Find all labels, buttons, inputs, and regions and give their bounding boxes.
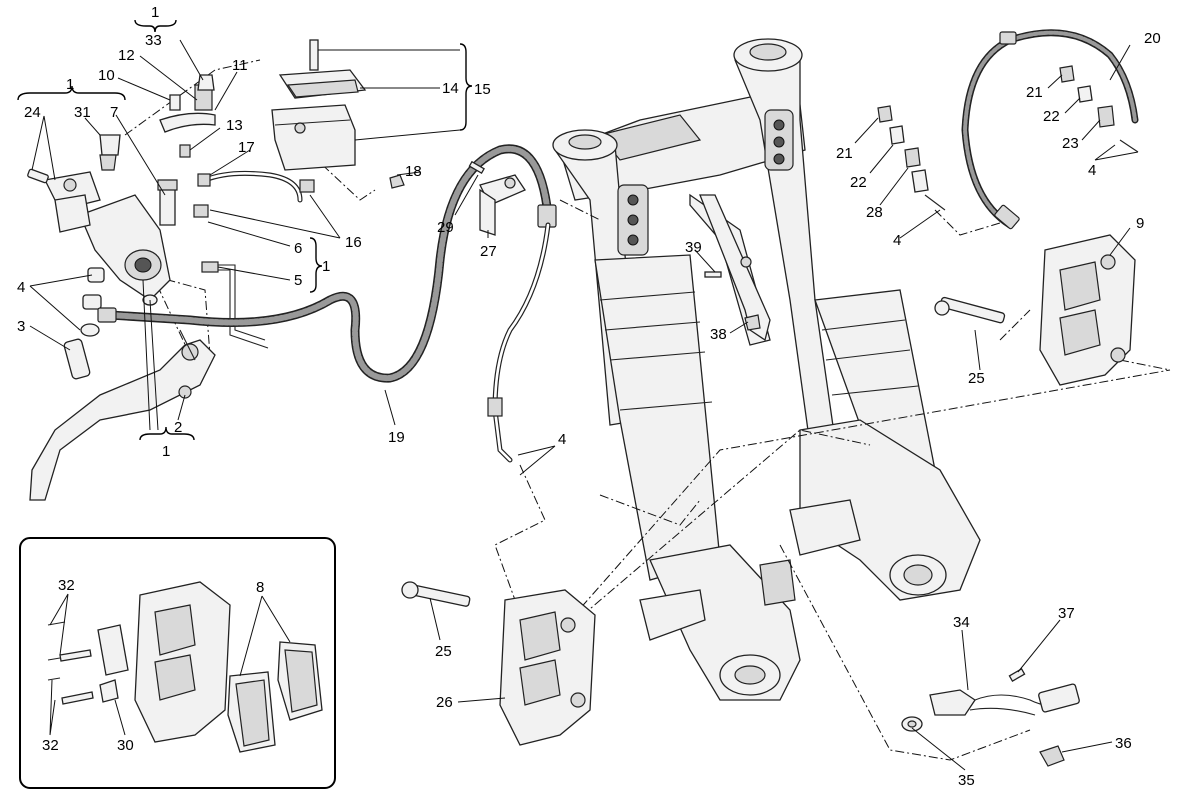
label-21-b: 21: [1026, 84, 1043, 101]
left-fasteners: [27, 74, 216, 380]
label-26: 26: [436, 694, 453, 711]
label-14: 14: [442, 80, 459, 97]
label-8: 8: [256, 579, 264, 596]
label-34: 34: [953, 614, 970, 631]
label-15: 15: [474, 81, 491, 98]
label-20: 20: [1144, 30, 1161, 47]
label-29: 29: [437, 219, 454, 236]
label-19: 19: [388, 429, 405, 446]
label-1-left: 1: [66, 76, 74, 93]
label-5: 5: [294, 272, 302, 289]
label-32-b: 32: [42, 737, 59, 754]
label-3: 3: [17, 318, 25, 335]
caliper-9: [934, 234, 1136, 386]
label-28: 28: [866, 204, 883, 221]
label-1-mid: 1: [322, 258, 330, 275]
speed-sensor-34: [901, 668, 1080, 767]
label-33: 33: [145, 32, 162, 49]
label-27: 27: [480, 243, 497, 260]
label-1-top: 1: [151, 4, 159, 21]
label-4-r: 4: [893, 232, 901, 249]
label-10: 10: [98, 67, 115, 84]
label-2: 2: [174, 419, 182, 436]
label-17: 17: [238, 139, 255, 156]
label-22-a: 22: [850, 174, 867, 191]
assembly-leaders: [124, 59, 1171, 761]
label-32-a: 32: [58, 577, 75, 594]
label-25-right: 25: [968, 370, 985, 387]
label-6: 6: [294, 240, 302, 257]
brake-light-switch: [201, 261, 269, 349]
label-18: 18: [405, 163, 422, 180]
label-11: 11: [232, 57, 248, 74]
master-cylinder: [44, 171, 171, 301]
label-leaders: [29, 39, 1139, 771]
label-4-left: 4: [17, 279, 25, 296]
label-35: 35: [958, 772, 975, 789]
sensor-bracket-38: [699, 194, 771, 342]
label-31: 31: [74, 104, 91, 121]
label-1-bottom: 1: [162, 443, 170, 460]
brake-lever: [29, 329, 216, 501]
label-4-mid: 4: [558, 431, 566, 448]
label-7: 7: [110, 104, 118, 121]
label-braces: [17, 19, 473, 441]
label-16: 16: [345, 234, 362, 251]
label-4-r2: 4: [1088, 162, 1096, 179]
caliper-26: [401, 581, 596, 746]
label-22-b: 22: [1043, 108, 1060, 125]
inset-pads-panel: [19, 537, 336, 789]
label-9: 9: [1136, 215, 1144, 232]
right-fittings: [877, 105, 946, 211]
label-13: 13: [226, 117, 243, 134]
front-fork: [552, 38, 981, 701]
label-23: 23: [1062, 135, 1079, 152]
label-12: 12: [118, 47, 135, 64]
brake-fluid-reservoir: [193, 39, 405, 218]
label-37: 37: [1058, 605, 1075, 622]
label-36: 36: [1115, 735, 1132, 752]
brake-hose-20: [961, 29, 1139, 230]
hose-clamp-27: [468, 160, 526, 236]
label-30: 30: [117, 737, 134, 754]
label-38: 38: [710, 326, 727, 343]
label-39: 39: [685, 239, 702, 256]
label-21-a: 21: [836, 145, 853, 162]
label-25-center: 25: [435, 643, 452, 660]
brake-hose-19: [97, 144, 557, 463]
label-24: 24: [24, 104, 41, 121]
part-number-labels: 1 33 12 11 10 13 1 24 31 7 17 14 15 18 1…: [17, 4, 1161, 789]
